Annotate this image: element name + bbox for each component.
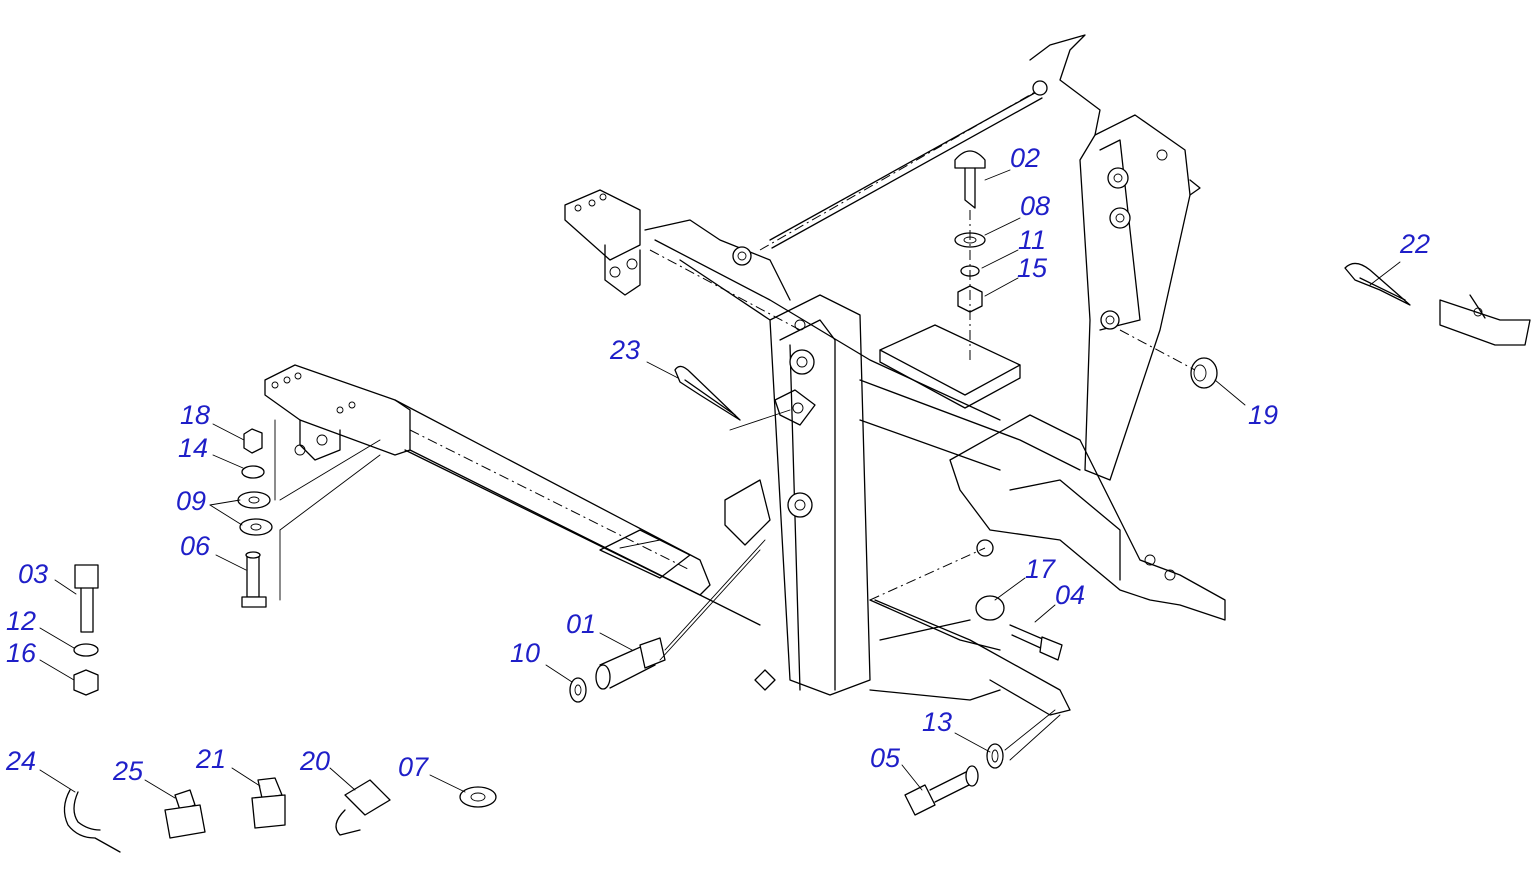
label-08: 08 bbox=[1020, 191, 1050, 221]
label-14: 14 bbox=[178, 433, 208, 463]
label-25: 25 bbox=[112, 756, 144, 786]
label-19: 19 bbox=[1248, 400, 1278, 430]
label-06: 06 bbox=[180, 531, 211, 561]
label-07: 07 bbox=[398, 752, 429, 782]
part-labels: 02 08 11 15 22 19 23 18 14 09 06 03 12 1… bbox=[5, 143, 1430, 786]
label-11: 11 bbox=[1018, 225, 1046, 255]
label-10: 10 bbox=[510, 638, 540, 668]
label-16: 16 bbox=[6, 638, 37, 668]
loose-parts bbox=[63, 150, 1531, 853]
leader-lines bbox=[39, 169, 1401, 799]
label-21: 21 bbox=[195, 744, 226, 774]
label-18: 18 bbox=[180, 400, 210, 430]
label-09: 09 bbox=[176, 486, 206, 516]
label-17: 17 bbox=[1025, 554, 1056, 584]
label-12: 12 bbox=[6, 606, 36, 636]
label-20: 20 bbox=[299, 746, 330, 776]
label-02: 02 bbox=[1010, 143, 1040, 173]
label-04: 04 bbox=[1055, 580, 1085, 610]
label-23: 23 bbox=[609, 335, 640, 365]
label-24: 24 bbox=[5, 746, 36, 776]
label-13: 13 bbox=[922, 707, 952, 737]
label-03: 03 bbox=[18, 559, 48, 589]
label-15: 15 bbox=[1017, 253, 1048, 283]
main-frame bbox=[264, 34, 1226, 716]
label-22: 22 bbox=[1399, 229, 1430, 259]
label-05: 05 bbox=[870, 743, 901, 773]
label-01: 01 bbox=[566, 609, 596, 639]
